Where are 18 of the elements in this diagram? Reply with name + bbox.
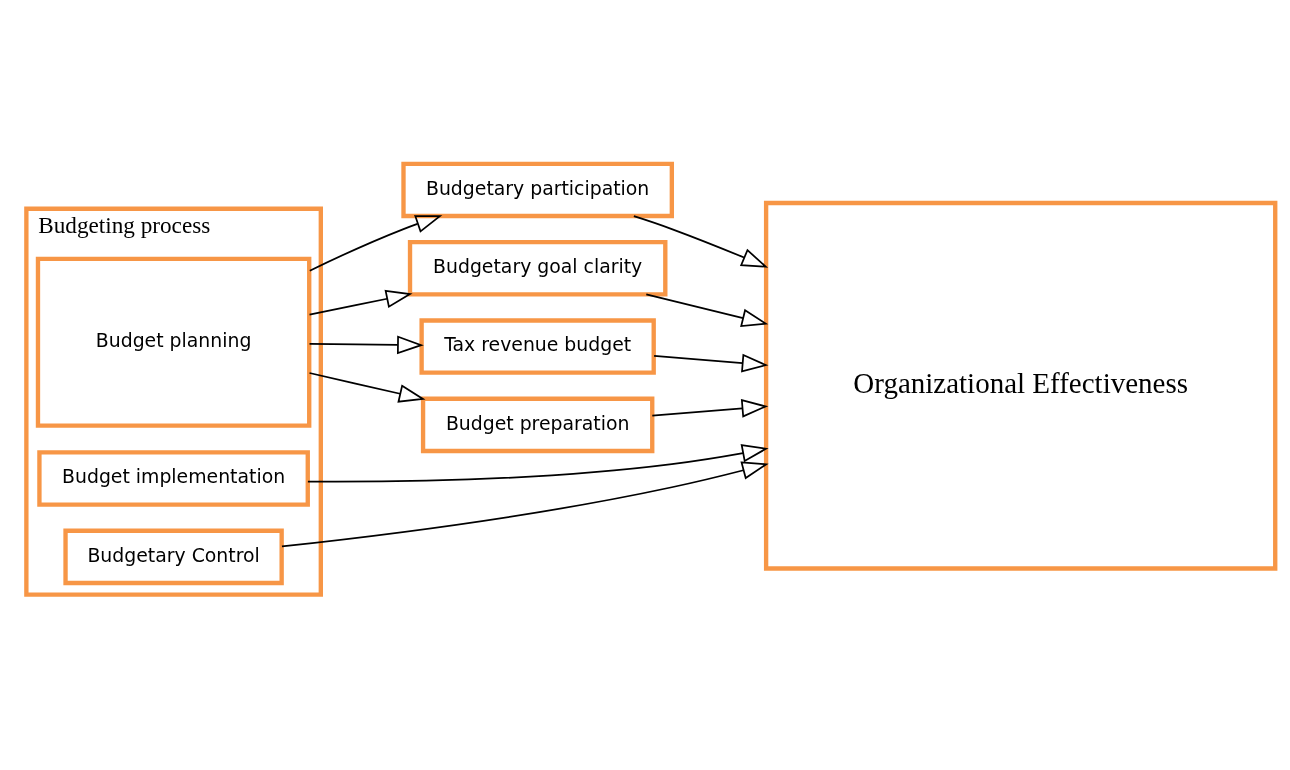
node-box: Budgetary goal clarity [407,239,668,297]
arrow [308,335,424,355]
arrow [651,399,769,418]
node-box: Budgetary participation [401,161,674,219]
arrow [633,215,769,268]
arrow [308,289,413,316]
arrow [653,353,769,373]
node-box: Tax revenue budget [419,318,656,375]
arrow [308,372,426,403]
node-box: Budget implementation [37,450,310,507]
node-box: Budget planning [35,256,312,428]
arrow [308,215,443,272]
arrow [307,443,769,483]
arrow [281,461,769,548]
node-box: Budgetary Control [63,528,284,586]
node-box: Budget preparation [420,396,655,454]
node-box: Organizational Effectiveness [763,200,1278,571]
arrow [645,293,769,328]
